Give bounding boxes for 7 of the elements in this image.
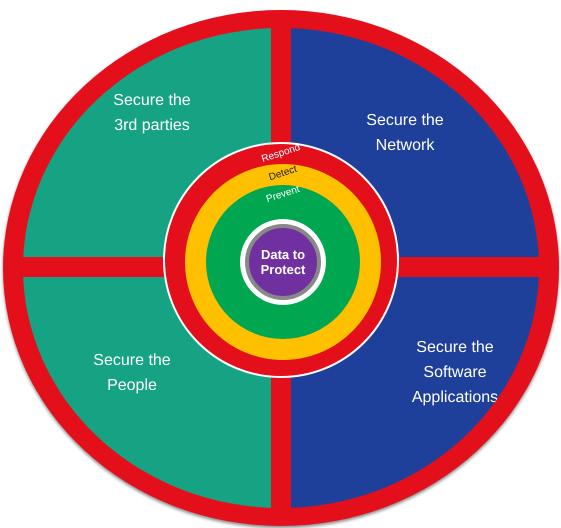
quadrant-label: Secure the 3rd parties	[112, 90, 192, 136]
quadrant-label: Secure the Network	[365, 110, 445, 156]
center-label: Data to Protect	[260, 247, 306, 277]
quadrant-label: Secure the People	[92, 350, 172, 396]
ring-label: Detect	[268, 164, 298, 184]
quadrant-label: Secure the Software Applications	[410, 338, 500, 408]
ring-label: Prevent	[264, 184, 302, 206]
